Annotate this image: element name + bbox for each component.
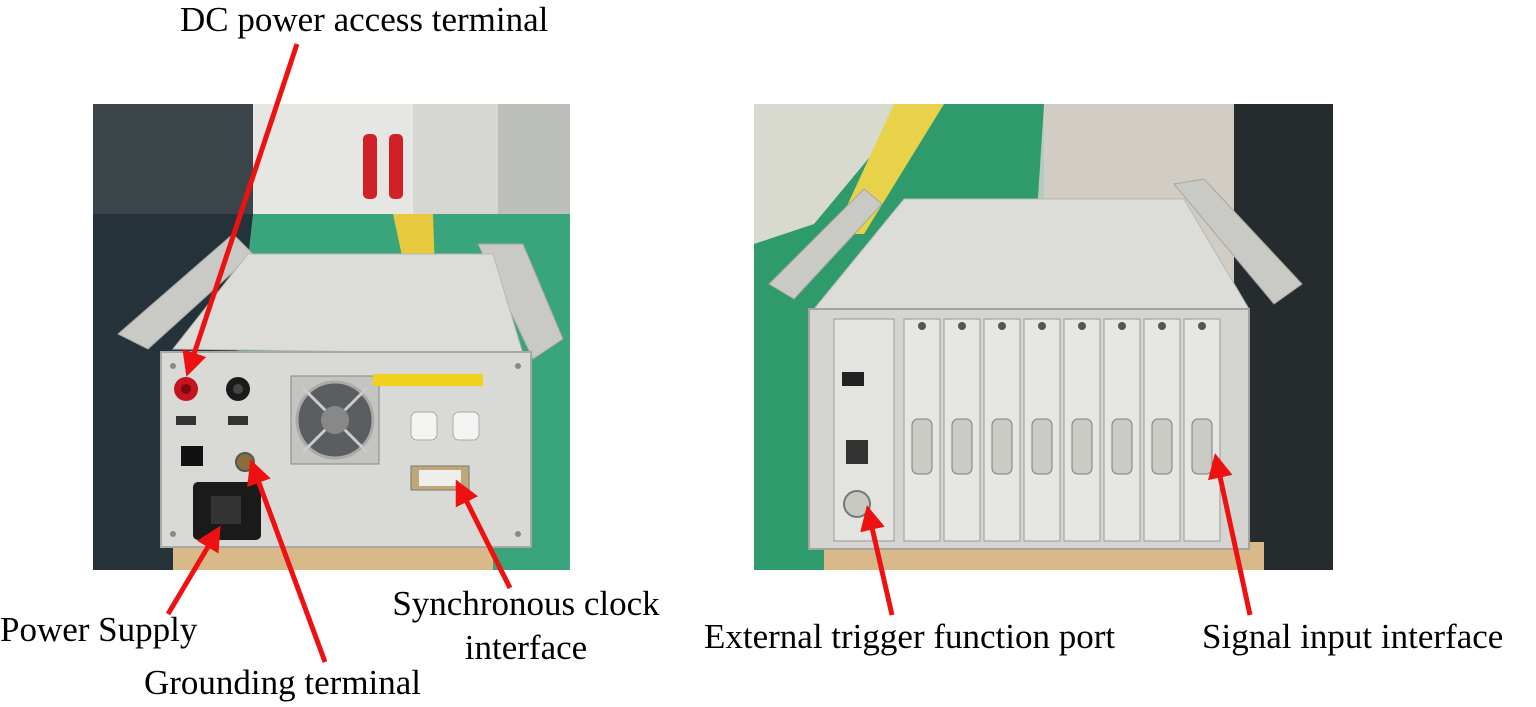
- synchronous-clock-interface-label: Synchronous clock interface: [378, 582, 674, 670]
- external-trigger-port-label: External trigger function port: [704, 617, 1116, 656]
- grounding-terminal-label: Grounding terminal: [144, 663, 422, 702]
- arrow-power-supply: [165, 525, 221, 616]
- dc-power-access-terminal-label: DC power access terminal: [180, 0, 549, 39]
- sync-clock-line1: Synchronous clock: [392, 584, 660, 623]
- sync-clock-line2: interface: [464, 628, 588, 667]
- arrow-ext-trigger: [860, 505, 895, 616]
- signal-input-interface-label: Signal input interface: [1202, 617, 1504, 656]
- arrow-grounding: [247, 459, 328, 663]
- arrow-sync-clock: [455, 479, 513, 590]
- arrow-signal-input: [1208, 453, 1253, 616]
- device-front-photo: [754, 104, 1333, 570]
- power-supply-label: Power Supply: [0, 610, 198, 649]
- arrow-dc-power: [182, 43, 300, 377]
